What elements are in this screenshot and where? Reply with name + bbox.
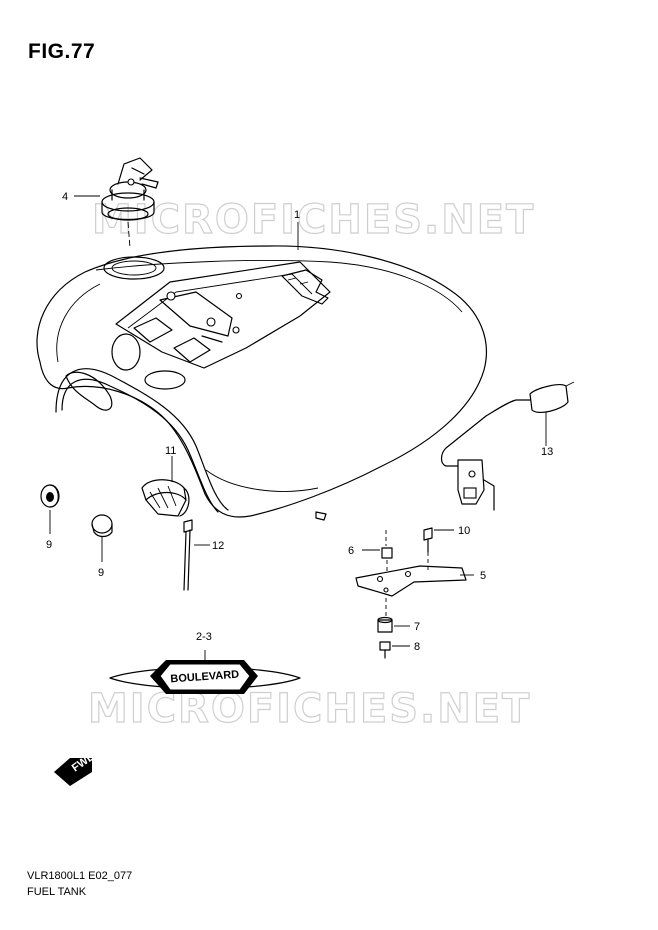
figure-name: FUEL TANK: [27, 886, 87, 898]
callout-9-left: 9: [46, 539, 52, 551]
forward-direction-marker: FWD: [54, 750, 97, 786]
leader-lines: [49, 195, 547, 647]
cushion: [141, 479, 190, 517]
callout-13: 13: [541, 446, 553, 458]
figure-code: VLR1800L1 E02_077: [27, 870, 133, 882]
damper-rubber-b: [91, 514, 113, 538]
damper-rubber-a: [40, 484, 60, 508]
callout-9-right: 9: [98, 567, 104, 579]
callout-12: 12: [212, 540, 224, 552]
emblem-text: BOULEVARD: [170, 669, 240, 686]
figure-title: FIG.77: [28, 40, 96, 63]
callout-1: 1: [294, 209, 300, 221]
callout-11: 11: [165, 445, 176, 457]
fuel-tank: [36, 245, 488, 521]
callout-7: 7: [414, 621, 420, 633]
band-tie: [183, 519, 193, 591]
callout-4: 4: [62, 191, 68, 203]
callout-5: 5: [480, 570, 486, 582]
fuel-cap: [101, 157, 159, 249]
callout-2-3: 2-3: [196, 631, 212, 643]
mounting-plate: [355, 527, 467, 659]
callout-10: 10: [458, 525, 470, 537]
fuel-sensor: [440, 381, 575, 511]
watermark-bottom: MICROFICHES.NET: [88, 686, 531, 732]
callout-8: 8: [414, 641, 420, 653]
watermark-top: MICROFICHES.NET: [92, 197, 535, 243]
callout-6: 6: [348, 545, 354, 557]
emblem-boulevard: BOULEVARD: [109, 650, 301, 694]
